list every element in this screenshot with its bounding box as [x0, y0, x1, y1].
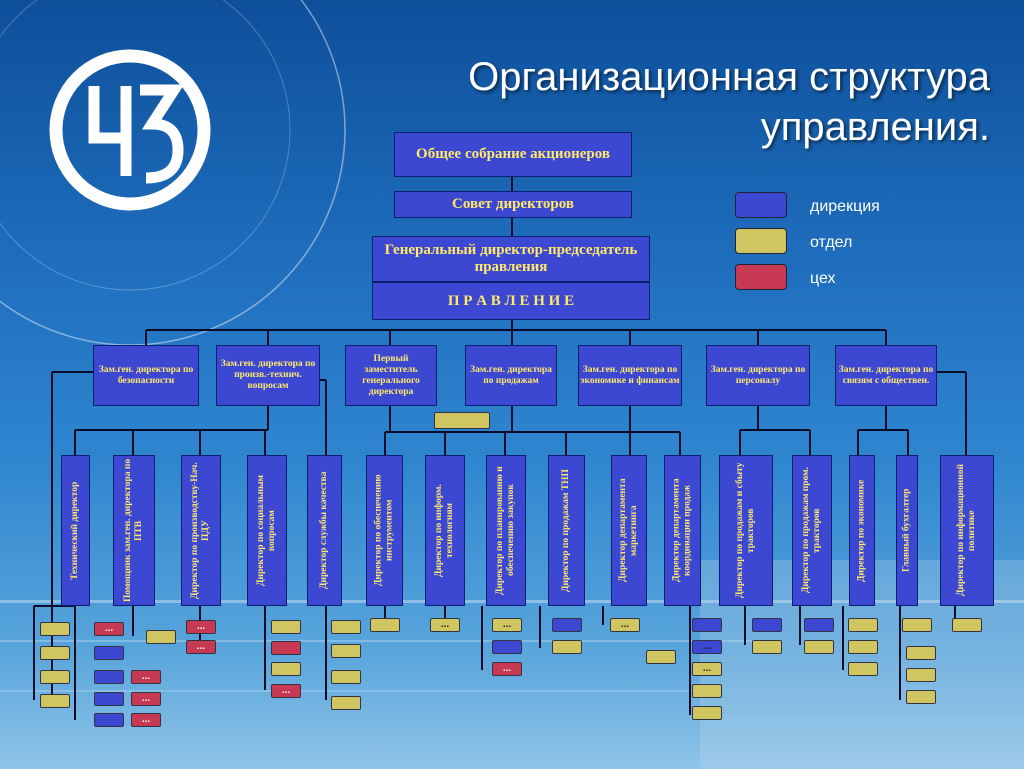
unit-shop: ... [131, 692, 161, 706]
unit-direction [94, 713, 124, 727]
unit-shop: ... [492, 662, 522, 676]
director-info-policy: Директор по информационной политике [940, 455, 994, 606]
ceo-box: Генеральный директор-председатель правле… [372, 236, 650, 282]
legend-swatch-direction [735, 192, 787, 218]
unit-dept [902, 618, 932, 632]
director-social: Директор по социальным вопросам [247, 455, 287, 606]
director-sales-coordination: Директор департамента координации продаж [664, 455, 701, 606]
director-technical: Технический директор [61, 455, 90, 606]
unit-dept [40, 670, 70, 684]
dept-box [434, 412, 490, 429]
unit-dept [848, 640, 878, 654]
unit-dept [646, 650, 676, 664]
deputy-production: Зам.ген. директора по произв.-технич. во… [216, 345, 320, 406]
director-planning: Директор по планированию и обеспечению з… [486, 455, 526, 606]
unit-dept [271, 620, 301, 634]
director-assistant-ptv: Помощник зам.ген. директора по ПТВ [113, 455, 155, 606]
director-industrial-tractors: Директор по продажам пром. тракторов [792, 455, 832, 606]
director-sales-tnp: Директор по продажам ТНП [548, 455, 585, 606]
page-title-line2: управления. [760, 105, 990, 149]
unit-dept [952, 618, 982, 632]
deputy-personnel: Зам.ген. директора по персоналу [706, 345, 810, 406]
unit-shop: ... [186, 620, 216, 634]
unit-dept [331, 696, 361, 710]
unit-shop: ... [131, 670, 161, 684]
director-tools: Директор по обеспечению инструментом [366, 455, 403, 606]
unit-shop: ... [94, 622, 124, 636]
unit-dept [40, 694, 70, 708]
chief-accountant: Главный бухгалтер [896, 455, 918, 606]
page-title: Организационная структура управления. [300, 52, 990, 152]
unit-direction: ... [692, 640, 722, 654]
deputy-first: Первый заместитель генерального директор… [345, 345, 437, 406]
legend-label-department: отдел [810, 234, 853, 251]
unit-dept: ... [492, 618, 522, 632]
unit-dept [848, 662, 878, 676]
unit-dept [331, 644, 361, 658]
unit-direction [692, 618, 722, 632]
unit-dept [848, 618, 878, 632]
unit-dept [552, 640, 582, 654]
unit-direction [552, 618, 582, 632]
legend-swatch-department [735, 228, 787, 254]
unit-dept [804, 640, 834, 654]
unit-dept [906, 668, 936, 682]
board-box: Совет директоров [394, 191, 632, 218]
management-box: П Р А В Л Е Н И Е [372, 282, 650, 320]
unit-dept [370, 618, 400, 632]
unit-dept: ... [692, 662, 722, 676]
unit-dept [271, 662, 301, 676]
chz-logo-icon [49, 49, 211, 211]
unit-dept [331, 670, 361, 684]
director-it: Директор по информ. технологиям [425, 455, 465, 606]
deputy-security: Зам.ген. директора по безопасности [93, 345, 199, 406]
unit-shop: ... [186, 640, 216, 654]
unit-shop [271, 641, 301, 655]
unit-dept [146, 630, 176, 644]
unit-shop: ... [131, 713, 161, 727]
unit-dept [752, 640, 782, 654]
director-tractor-sales: Директор по продажам и сбыту тракторов [719, 455, 773, 606]
director-economics: Директор по экономике [849, 455, 875, 606]
unit-direction [94, 692, 124, 706]
unit-dept [331, 620, 361, 634]
unit-direction [94, 646, 124, 660]
director-marketing: Директор департамента маркетинга [611, 455, 647, 606]
unit-direction [492, 640, 522, 654]
unit-dept: ... [610, 618, 640, 632]
unit-dept [40, 622, 70, 636]
page-title-line1: Организационная структура [468, 55, 990, 99]
director-production: Директор по производству-Нач. ПДУ [181, 455, 221, 606]
deputy-sales: Зам.ген. директора по продажам [465, 345, 557, 406]
unit-dept [692, 706, 722, 720]
director-quality: Директор службы качества [307, 455, 342, 606]
deputy-finance: Зам.ген. директора по экономике и финанс… [578, 345, 682, 406]
legend-swatch-shop [735, 264, 787, 290]
unit-dept: ... [430, 618, 460, 632]
unit-direction [94, 670, 124, 684]
legend-label-shop: цех [810, 270, 836, 287]
unit-direction [804, 618, 834, 632]
unit-dept [906, 690, 936, 704]
unit-shop: ... [271, 684, 301, 698]
deputy-public: Зам.ген. директора по связям с обществен… [835, 345, 937, 406]
unit-dept [906, 646, 936, 660]
unit-direction [752, 618, 782, 632]
legend-label-direction: дирекция [810, 198, 880, 215]
assembly-box: Общее собрание акционеров [394, 132, 632, 177]
unit-dept [692, 684, 722, 698]
unit-dept [40, 646, 70, 660]
